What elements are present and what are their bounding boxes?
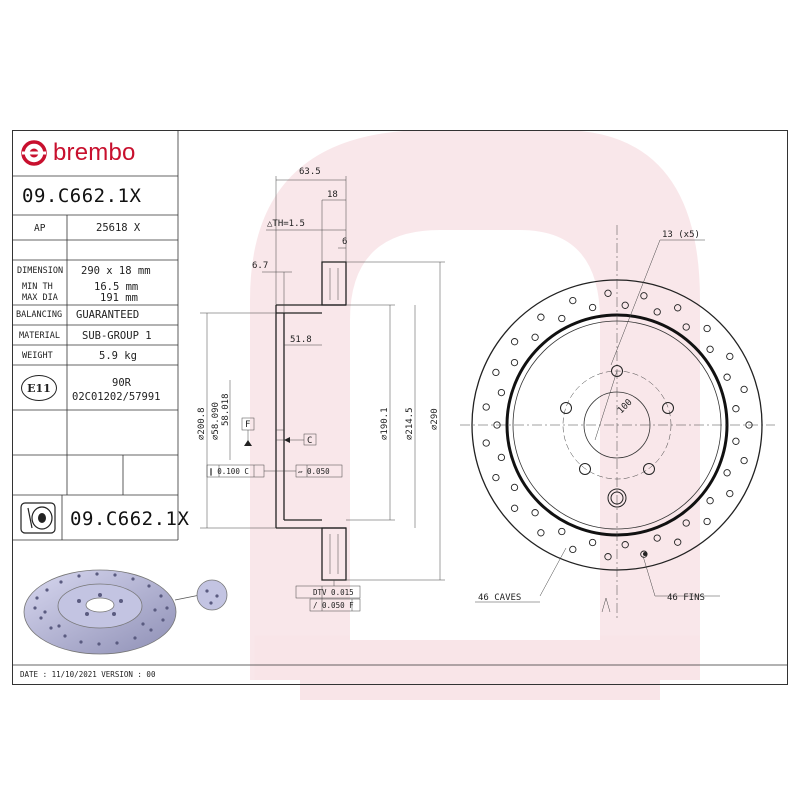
dim-6: 6	[342, 237, 347, 247]
label-caves: 46 CAVES	[478, 593, 521, 603]
cave-hole	[482, 403, 490, 411]
cave-hole	[703, 324, 711, 333]
weight-label: WEIGHT	[22, 351, 53, 361]
cave-hole	[492, 473, 500, 482]
drawing-frame	[12, 130, 788, 685]
cave-hole	[558, 314, 566, 323]
dimension-value: 290 x 18 mm	[81, 265, 151, 277]
cave-hole	[706, 497, 714, 505]
dim-290: ⌀290	[430, 408, 440, 430]
cave-hole	[703, 517, 711, 526]
dim-58-018: 58.018	[221, 393, 231, 426]
dim-58-090: ⌀58.090	[211, 402, 221, 440]
datum-c: C	[307, 436, 312, 446]
disc-profile-icon	[20, 502, 56, 534]
tol-dtv: DTV 0.015	[313, 588, 354, 597]
e11-mark-text: E11	[27, 381, 51, 395]
tol-parallel: ∥ 0.100 C	[209, 467, 249, 476]
footer-part-number: 09.C662.1X	[70, 508, 190, 530]
dim-18: 18	[327, 190, 338, 200]
cave-hole	[510, 504, 519, 512]
cave-hole	[531, 333, 539, 341]
cave-hole	[723, 469, 731, 477]
cave-hole	[604, 553, 612, 561]
e11-homologation-mark: E11	[21, 375, 57, 401]
cave-hole	[482, 439, 490, 447]
tol-flatness: ▱ 0.050	[298, 467, 330, 476]
label-pcd: 100	[616, 398, 635, 417]
material-value: SUB-GROUP 1	[82, 330, 152, 342]
homologation-number: 02C01202/57991	[72, 391, 161, 403]
cave-hole	[497, 453, 506, 462]
dim-th: △TH=1.5	[267, 219, 305, 229]
dimension-label: DIMENSION	[17, 266, 64, 276]
weight-value: 5.9 kg	[99, 350, 137, 362]
section-view	[200, 176, 445, 612]
cave-hole	[558, 527, 566, 536]
ap-label: AP	[34, 223, 46, 234]
brand-wordmark: brembo	[53, 139, 136, 166]
cave-hole	[537, 529, 545, 537]
dim-214-5: ⌀214.5	[405, 407, 415, 440]
cave-hole	[510, 358, 519, 367]
brembo-logo: brembo	[20, 138, 170, 168]
cave-hole	[588, 303, 597, 312]
cave-hole	[723, 373, 731, 381]
part-number: 09.C662.1X	[22, 185, 142, 207]
ap-value: 25618 X	[96, 222, 141, 234]
cave-hole	[531, 509, 539, 517]
cave-hole	[640, 550, 648, 558]
cave-hole	[510, 338, 519, 346]
label-fins: 46 FINS	[667, 593, 705, 603]
material-label: MATERIAL	[19, 331, 60, 341]
front-view	[460, 225, 775, 620]
cave-hole	[682, 519, 690, 527]
dim-200-8: ⌀200.8	[197, 407, 207, 440]
cave-hole	[604, 289, 612, 297]
cave-hole	[588, 538, 597, 547]
cave-hole	[726, 489, 734, 498]
min-th-label: MIN TH	[22, 282, 53, 292]
dim-6-7: 6.7	[252, 261, 268, 271]
label-holes: 13 (x5)	[662, 230, 700, 240]
cave-hole	[621, 301, 629, 309]
cave-hole	[621, 541, 629, 549]
cave-hole	[682, 323, 690, 331]
disc-3d-render	[23, 569, 228, 655]
cave-hole	[493, 421, 501, 429]
cave-hole	[497, 388, 506, 397]
max-dia-label: MAX DIA	[22, 293, 58, 303]
min-th-value: 16.5 mm	[94, 281, 139, 293]
datum-f: F	[245, 420, 250, 430]
cave-hole	[510, 483, 519, 492]
dim-63-5: 63.5	[299, 167, 321, 177]
max-dia-value: 191 mm	[100, 292, 138, 304]
cave-hole	[653, 534, 661, 542]
dim-51-8: 51.8	[290, 335, 312, 345]
balancing-label: BALANCING	[16, 310, 63, 320]
cave-hole	[726, 352, 734, 361]
cave-hole	[674, 304, 682, 312]
cave-hole	[732, 437, 740, 445]
cave-hole	[653, 308, 661, 316]
cave-hole	[569, 296, 577, 305]
dim-190-1: ⌀190.1	[380, 407, 390, 440]
cave-hole	[674, 538, 682, 546]
cave-hole	[492, 368, 500, 377]
balancing-value: GUARANTEED	[76, 309, 140, 321]
cave-hole	[640, 292, 648, 300]
homologation-code: 90R	[112, 377, 131, 389]
cave-hole	[745, 421, 753, 429]
cave-hole	[569, 545, 577, 554]
cave-hole	[740, 456, 748, 465]
cave-hole	[740, 385, 748, 394]
cave-hole	[732, 405, 740, 413]
tol-runout: / 0.050 F	[313, 601, 354, 610]
cave-hole	[706, 345, 714, 353]
footer-date-version: DATE : 11/10/2021 VERSION : 00	[20, 670, 156, 679]
cave-hole	[537, 313, 545, 321]
